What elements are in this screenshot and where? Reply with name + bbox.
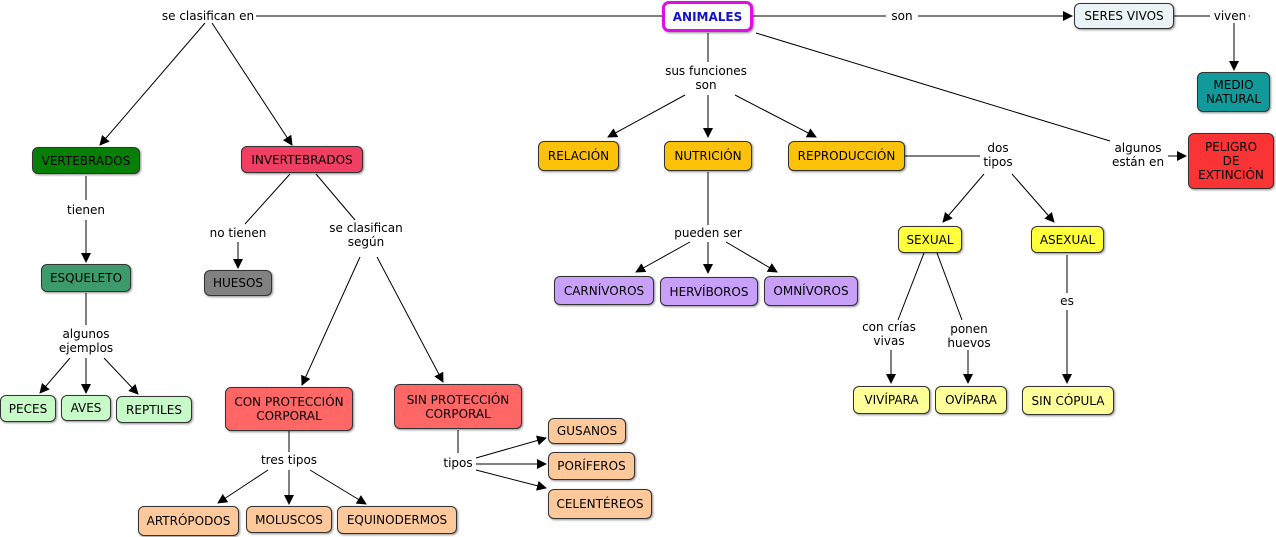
node-vertebrados[interactable]: VERTEBRADOS — [32, 147, 140, 174]
node-omnivoros[interactable]: OMNÍVOROS — [764, 276, 858, 306]
link-se-clasifican-en: se clasifican en — [159, 9, 257, 23]
node-peces[interactable]: PECES — [0, 395, 56, 422]
link-dos-tipos: dos tipos — [981, 141, 1015, 169]
node-celentereos[interactable]: CELENTÉREOS — [548, 489, 652, 519]
node-reproduccion[interactable]: REPRODUCCIÓN — [788, 141, 905, 171]
node-vivipara[interactable]: VIVÍPARA — [853, 386, 930, 414]
link-algunos-ejemplos: algunos ejemplos — [56, 327, 116, 355]
node-sin-proteccion[interactable]: SIN PROTECCIÓN CORPORAL — [394, 384, 522, 429]
node-equinodermos[interactable]: EQUINODERMOS — [337, 506, 457, 534]
node-animales[interactable]: ANIMALES — [662, 1, 753, 32]
link-ponen-huevos: ponen huevos — [945, 322, 993, 350]
node-asexual[interactable]: ASEXUAL — [1031, 226, 1104, 253]
node-poriferos[interactable]: PORÍFEROS — [548, 452, 635, 480]
node-esqueleto[interactable]: ESQUELETO — [41, 264, 131, 292]
link-es: es — [1058, 294, 1076, 308]
node-reptiles[interactable]: REPTILES — [116, 396, 192, 423]
node-huesos[interactable]: HUESOS — [204, 270, 272, 296]
node-ovipara[interactable]: OVÍPARA — [935, 386, 1007, 414]
link-viven: viven — [1211, 9, 1249, 23]
link-no-tienen: no tienen — [207, 226, 269, 240]
link-sus-funciones-son: sus funciones son — [663, 64, 749, 92]
node-sexual[interactable]: SEXUAL — [898, 226, 962, 253]
node-aves[interactable]: AVES — [61, 395, 111, 421]
node-nutricion[interactable]: NUTRICIÓN — [664, 141, 752, 171]
node-con-proteccion[interactable]: CON PROTECCIÓN CORPORAL — [225, 387, 353, 431]
node-gusanos[interactable]: GUSANOS — [548, 418, 626, 444]
node-moluscos[interactable]: MOLUSCOS — [246, 506, 332, 533]
link-tienen: tienen — [64, 203, 108, 217]
node-relacion[interactable]: RELACIÓN — [538, 141, 619, 171]
link-pueden-ser: pueden ser — [672, 226, 744, 240]
node-invertebrados[interactable]: INVERTEBRADOS — [241, 146, 363, 173]
node-seres-vivos[interactable]: SERES VIVOS — [1074, 3, 1174, 29]
link-algunos-estan-en: algunos están en — [1109, 141, 1167, 169]
node-artropodos[interactable]: ARTRÓPODOS — [138, 506, 239, 536]
link-tipos: tipos — [441, 456, 475, 470]
link-con-crias-vivas: con crías vivas — [860, 320, 918, 348]
link-son: son — [889, 9, 915, 23]
node-sin-copula[interactable]: SIN CÓPULA — [1022, 386, 1114, 415]
node-carnivoros[interactable]: CARNÍVOROS — [554, 276, 654, 305]
link-tres-tipos: tres tipos — [258, 453, 320, 467]
node-peligro-extincion[interactable]: PELIGRO DE EXTINCIÓN — [1188, 133, 1274, 189]
node-herviboros[interactable]: HERVÍBOROS — [660, 277, 758, 306]
node-medio-natural[interactable]: MEDIO NATURAL — [1197, 72, 1270, 112]
link-se-clasifican-segun: se clasifican según — [327, 221, 405, 249]
